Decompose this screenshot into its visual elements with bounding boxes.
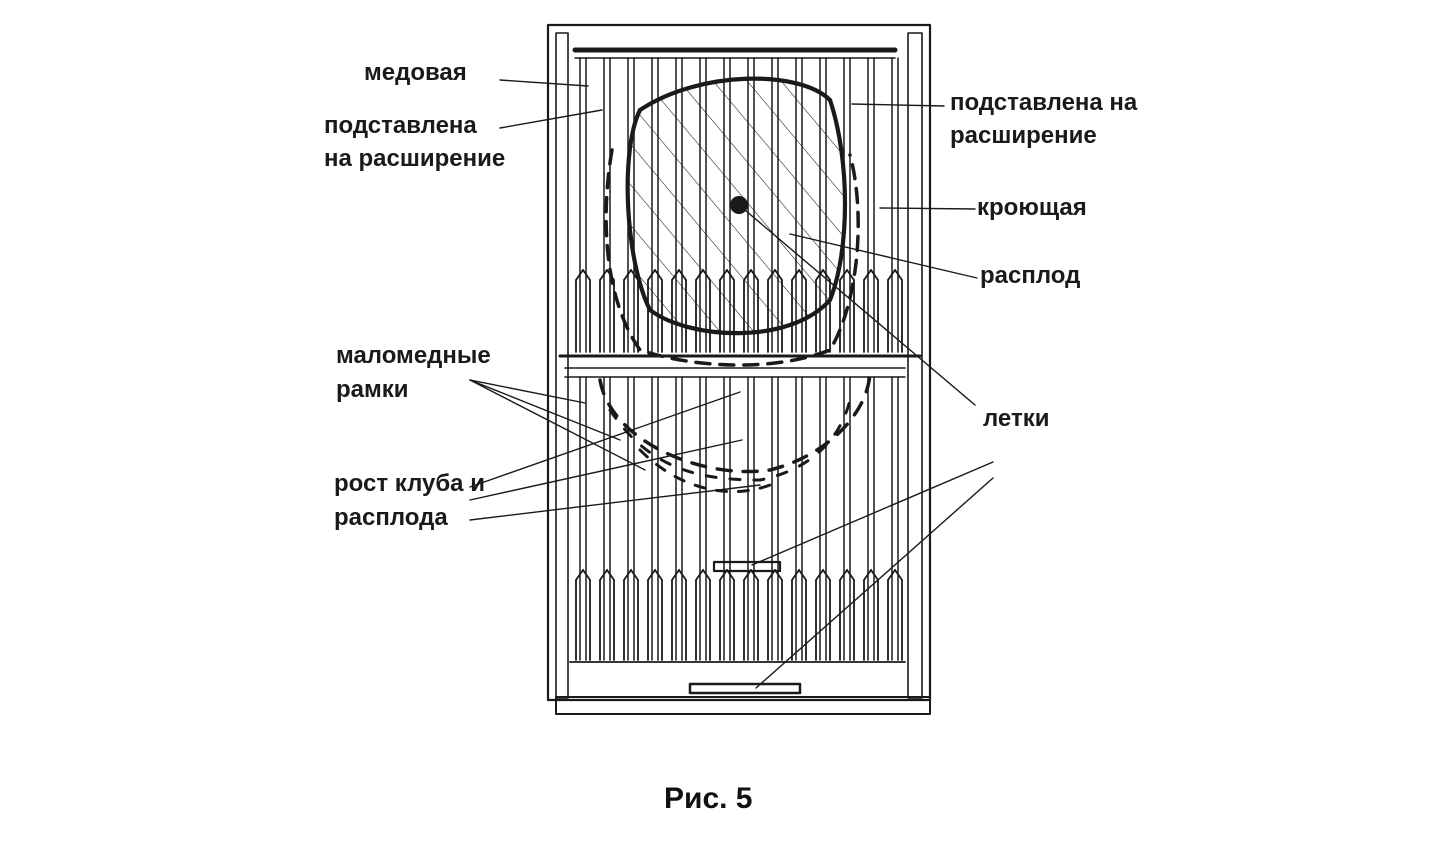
label-growth-2: расплода <box>334 504 448 531</box>
upper-frame-bottom <box>599 269 608 281</box>
label-entrances: летки <box>983 405 1050 432</box>
figure-caption: Рис. 5 <box>664 782 753 815</box>
label-expansion-left-2: на расширение <box>324 145 506 172</box>
upper-frame-bottom <box>839 269 848 281</box>
lower-frame-bottom <box>630 569 639 581</box>
lower-frame-bottom <box>822 569 831 581</box>
label-brood: расплод <box>980 262 1081 289</box>
lower-frame-bottom <box>702 569 711 581</box>
lower-frame-bottom <box>695 569 704 581</box>
growth-arc-2 <box>608 398 852 482</box>
lower-frame-bottom <box>678 569 687 581</box>
label-expansion-left-1: подставлена <box>324 112 477 139</box>
lower-frame-bottom <box>582 569 591 581</box>
growth-arc-1 <box>598 368 872 474</box>
lower-frame-bottom <box>623 569 632 581</box>
lower-frame-bottom <box>671 569 680 581</box>
lower-frame-bottom <box>839 569 848 581</box>
upper-frame-bottom <box>623 269 632 281</box>
lower-frame-bottom <box>791 569 800 581</box>
label-low-honey-1: маломедные <box>336 342 491 369</box>
upper-frame-bottom <box>582 269 591 281</box>
lower-frame-bottom <box>870 569 879 581</box>
cluster-outline-upper <box>604 148 860 367</box>
lower-frames <box>579 376 899 661</box>
lower-entrance <box>688 682 802 695</box>
lower-frame-bottom <box>846 569 855 581</box>
upper-frame-bottom <box>863 269 872 281</box>
label-honey: медовая <box>364 59 467 86</box>
lower-frame-bottom <box>606 569 615 581</box>
lower-frame-bottom <box>575 569 584 581</box>
growth-arc-3 <box>638 448 772 494</box>
upper-frame-bottom <box>575 269 584 281</box>
label-expansion-right-2: расширение <box>950 122 1097 149</box>
upper-frame-bottom <box>887 269 896 281</box>
lower-frame-bottom <box>599 569 608 581</box>
upper-entrance <box>712 560 782 573</box>
lower-frame-bottom <box>894 569 903 581</box>
label-growth-1: рост клуба и <box>334 470 485 497</box>
lower-frame-bottom <box>815 569 824 581</box>
lower-frame-bottom <box>654 569 663 581</box>
label-low-honey-2: рамки <box>336 376 409 403</box>
upper-frame-bottom <box>870 269 879 281</box>
upper-frame-bottom <box>894 269 903 281</box>
label-covering: кроющая <box>977 194 1087 221</box>
lower-frame-bottoms <box>569 569 906 663</box>
lower-frame-bottom <box>863 569 872 581</box>
leader-lines <box>469 79 994 689</box>
hive-outline <box>546 23 932 715</box>
label-expansion-right-1: подставлена на <box>950 89 1138 116</box>
lower-frame-bottom <box>798 569 807 581</box>
lower-frame-bottom <box>647 569 656 581</box>
upper-frame-bottom <box>846 269 855 281</box>
lower-frame-bottom <box>887 569 896 581</box>
